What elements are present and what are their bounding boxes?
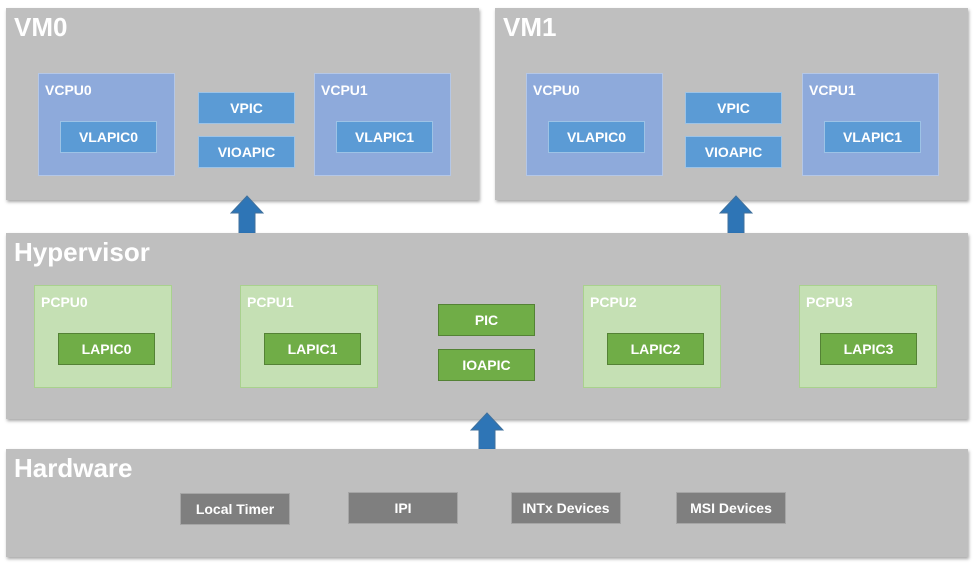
vm1-vioapic: VIOAPIC [685,136,782,168]
vm0-vcpu0-label: VCPU0 [45,82,92,98]
pcpu3: PCPU3 LAPIC3 [799,285,937,388]
vm0-vcpu0: VCPU0 VLAPIC0 [38,73,175,176]
pcpu1-label: PCPU1 [247,294,294,310]
pcpu0: PCPU0 LAPIC0 [34,285,172,388]
vm0-vlapic0: VLAPIC0 [60,121,157,153]
msi-devices: MSI Devices [676,492,786,524]
vm0-vioapic: VIOAPIC [198,136,295,168]
ioapic: IOAPIC [438,349,535,381]
pcpu1: PCPU1 LAPIC1 [240,285,378,388]
hardware-title: Hardware [14,453,133,483]
lapic3: LAPIC3 [820,333,917,365]
pcpu0-label: PCPU0 [41,294,88,310]
pic: PIC [438,304,535,336]
vm1-vcpu1: VCPU1 VLAPIC1 [802,73,939,176]
vm0-vlapic1: VLAPIC1 [336,121,433,153]
vm1-vpic: VPIC [685,92,782,124]
pcpu3-label: PCPU3 [806,294,853,310]
hypervisor-title: Hypervisor [14,237,150,267]
vm0-vcpu1: VCPU1 VLAPIC1 [314,73,451,176]
ipi: IPI [348,492,458,524]
intx-devices: INTx Devices [511,492,621,524]
vm0-vpic: VPIC [198,92,295,124]
pcpu2-label: PCPU2 [590,294,637,310]
lapic0: LAPIC0 [58,333,155,365]
vm1-layer: VM1 VCPU0 VLAPIC0 VPIC VIOAPIC VCPU1 VLA… [495,8,968,200]
vm0-vcpu1-label: VCPU1 [321,82,368,98]
vm0-title: VM0 [14,12,68,42]
hypervisor-layer: Hypervisor PCPU0 LAPIC0 PCPU1 LAPIC1 PIC… [6,233,968,419]
lapic2: LAPIC2 [607,333,704,365]
vm1-vlapic1: VLAPIC1 [824,121,921,153]
lapic1: LAPIC1 [264,333,361,365]
vm1-vcpu1-label: VCPU1 [809,82,856,98]
vm1-title: VM1 [503,12,557,42]
vm1-vcpu0-label: VCPU0 [533,82,580,98]
hardware-layer: Hardware Local Timer IPI INTx Devices MS… [6,449,968,557]
vm1-vcpu0: VCPU0 VLAPIC0 [526,73,663,176]
vm0-layer: VM0 VCPU0 VLAPIC0 VPIC VIOAPIC VCPU1 VLA… [6,8,479,200]
pcpu2: PCPU2 LAPIC2 [583,285,721,388]
local-timer: Local Timer [180,493,290,525]
vm1-vlapic0: VLAPIC0 [548,121,645,153]
